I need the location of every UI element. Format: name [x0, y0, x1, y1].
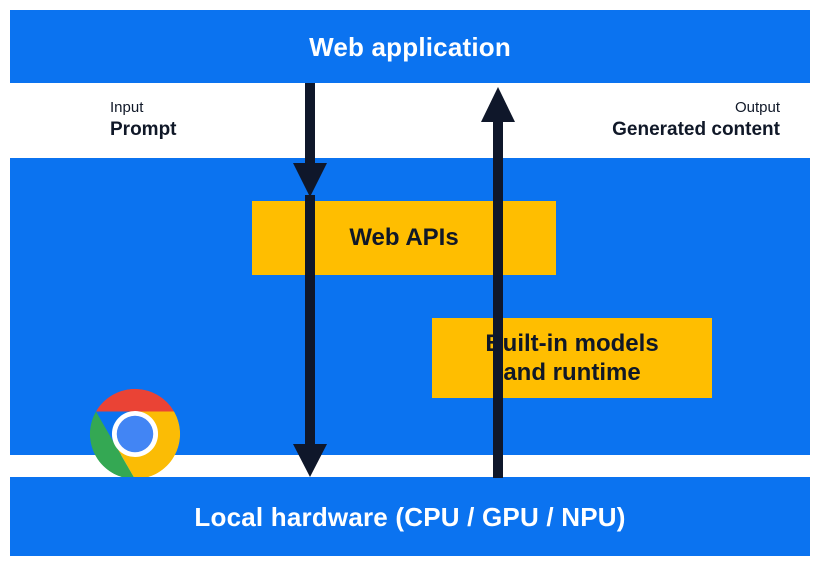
flow-input-value: Prompt	[110, 118, 177, 140]
flow-input-kind: Input	[110, 99, 144, 116]
flow-output-value: Generated content	[612, 118, 780, 140]
box-built-in-models-line2: and runtime	[503, 359, 641, 386]
box-built-in-models-line1: Built-in models	[485, 329, 659, 357]
web-application-title: Web application	[309, 31, 511, 62]
box-built-in-models: Built-in models and runtime	[432, 318, 712, 398]
box-web-apis: Web APIs	[252, 201, 556, 275]
box-built-in-models-label: Built-in models and runtime	[485, 329, 658, 388]
flow-output-kind: Output	[734, 99, 780, 116]
layer-web-application: Web application	[10, 10, 810, 83]
flow-label-output: Output Generated content	[612, 99, 780, 142]
layer-local-hardware: Local hardware (CPU / GPU / NPU)	[10, 477, 810, 556]
local-hardware-title: Local hardware (CPU / GPU / NPU)	[194, 501, 626, 532]
box-web-apis-label: Web APIs	[349, 224, 459, 252]
flow-label-input: Input Prompt	[110, 99, 177, 142]
chrome-logo-icon	[89, 388, 181, 480]
